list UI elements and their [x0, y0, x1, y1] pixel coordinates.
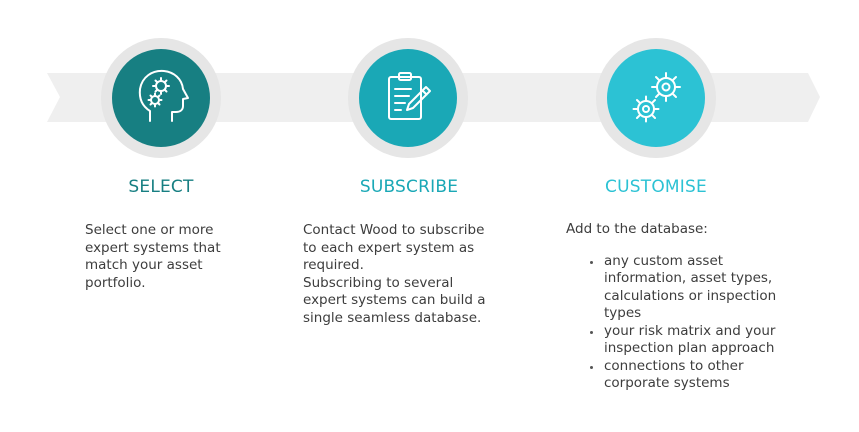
text-line: corporate systems — [604, 375, 730, 391]
text-line: any custom asset — [604, 252, 724, 269]
text-line: calculations or inspection — [604, 287, 777, 304]
text-line: to each expert system as — [303, 239, 475, 256]
customise-step-icon — [596, 38, 716, 158]
text-line: types — [604, 305, 642, 321]
gears-icon — [632, 72, 681, 123]
subscribe-step-icon — [348, 38, 468, 158]
text-line: match your asset — [85, 257, 203, 273]
bullet-icon — [590, 260, 593, 264]
text-line: Subscribing to several — [303, 274, 454, 291]
text-line: Select one or more — [85, 222, 214, 238]
text-line: Contact Wood to subscribe — [303, 222, 485, 238]
list-item: connections to other corporate systems — [566, 358, 841, 393]
customise-title: CUSTOMISE — [605, 177, 707, 197]
text-line: your risk matrix and your — [604, 322, 776, 339]
customise-description: Add to the database: any custom asset in… — [566, 221, 841, 393]
clipboard-pencil-icon — [388, 72, 431, 120]
text-line: information, asset types, — [604, 270, 773, 286]
text-line: inspection plan approach — [604, 340, 775, 356]
select-step-icon — [101, 38, 221, 158]
text-line: expert systems that — [85, 239, 221, 256]
intro-text: Add to the database: — [566, 221, 708, 237]
bullet-icon — [590, 330, 593, 334]
subscribe-title: SUBSCRIBE — [359, 177, 459, 197]
head-gears-icon — [138, 69, 189, 122]
text-line: single seamless database. — [303, 309, 482, 326]
select-description: Select one or more expert systems that m… — [85, 222, 285, 292]
text-line: required. — [303, 257, 364, 273]
customise-bullet-list: any custom asset information, asset type… — [566, 253, 841, 393]
select-title: SELECT — [128, 177, 194, 197]
text-line: portfolio. — [85, 274, 146, 291]
text-line: connections to other — [604, 357, 744, 374]
list-item: your risk matrix and your inspection pla… — [566, 323, 841, 358]
subscribe-description: Contact Wood to subscribe to each expert… — [303, 222, 543, 327]
bullet-icon — [590, 365, 593, 369]
list-item: any custom asset information, asset type… — [566, 253, 841, 323]
text-line: expert systems can build a — [303, 292, 486, 308]
